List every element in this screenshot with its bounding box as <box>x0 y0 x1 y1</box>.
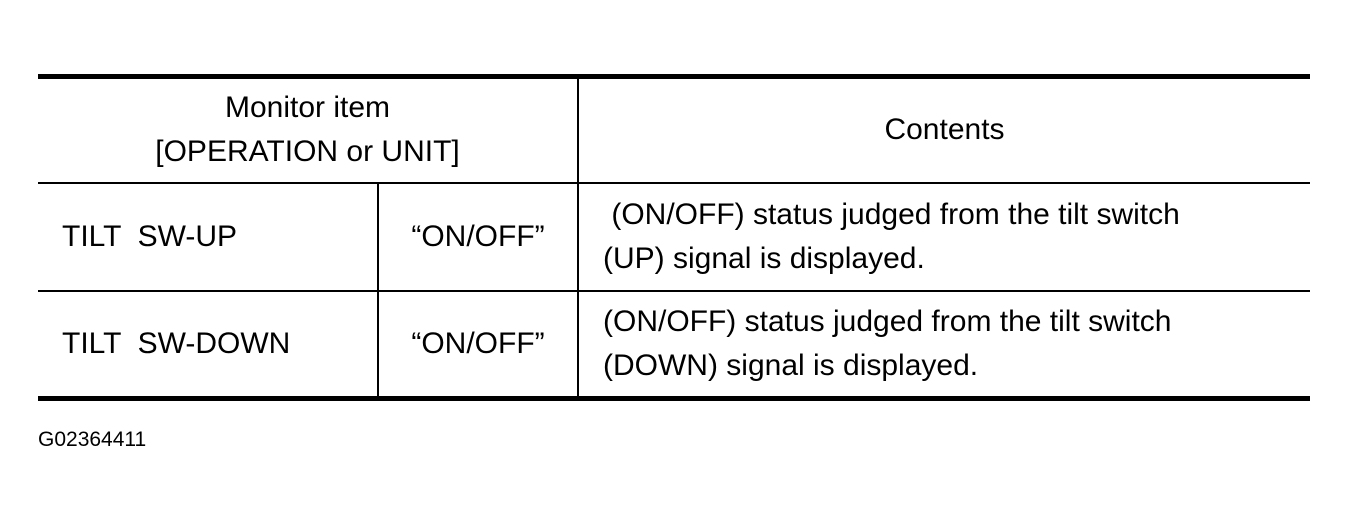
row-contents-tilt-sw-down: (ON/OFF) status judged from the tilt swi… <box>577 289 1310 399</box>
header-monitor-item-line1: Monitor item <box>224 91 391 125</box>
row-contents-tilt-sw-up: (ON/OFF) status judged from the tilt swi… <box>577 182 1310 291</box>
header-monitor-item-line2: [OPERATION or UNIT] <box>155 135 460 169</box>
row-value-tilt-sw-up: “ON/OFF” <box>377 182 578 291</box>
figure-code: G02364411 <box>38 428 147 451</box>
row-contents-line2: (DOWN) signal is displayed. <box>603 348 979 382</box>
table-header-row: Monitor item [OPERATION or UNIT] Content… <box>38 76 1310 184</box>
row-value-tilt-sw-down: “ON/OFF” <box>377 289 578 399</box>
row-item-tilt-sw-down: TILT SW-DOWN <box>38 289 378 399</box>
row-item-tilt-sw-up: TILT SW-UP <box>62 219 238 253</box>
monitor-item-table: Monitor item [OPERATION or UNIT] Content… <box>38 74 1310 401</box>
header-contents: Contents <box>577 76 1310 184</box>
row-contents-line2: (UP) signal is displayed. <box>603 241 925 275</box>
header-monitor-item: Monitor item [OPERATION or UNIT] <box>38 76 578 184</box>
table-row: TILT SW-UP “ON/OFF” (ON/OFF) status judg… <box>38 182 1310 291</box>
row-contents-line1: (ON/OFF) status judged from the tilt swi… <box>603 197 1180 231</box>
table-row: TILT SW-DOWN “ON/OFF” (ON/OFF) status ju… <box>38 289 1310 399</box>
row-contents-line1: (ON/OFF) status judged from the tilt swi… <box>603 304 1172 338</box>
